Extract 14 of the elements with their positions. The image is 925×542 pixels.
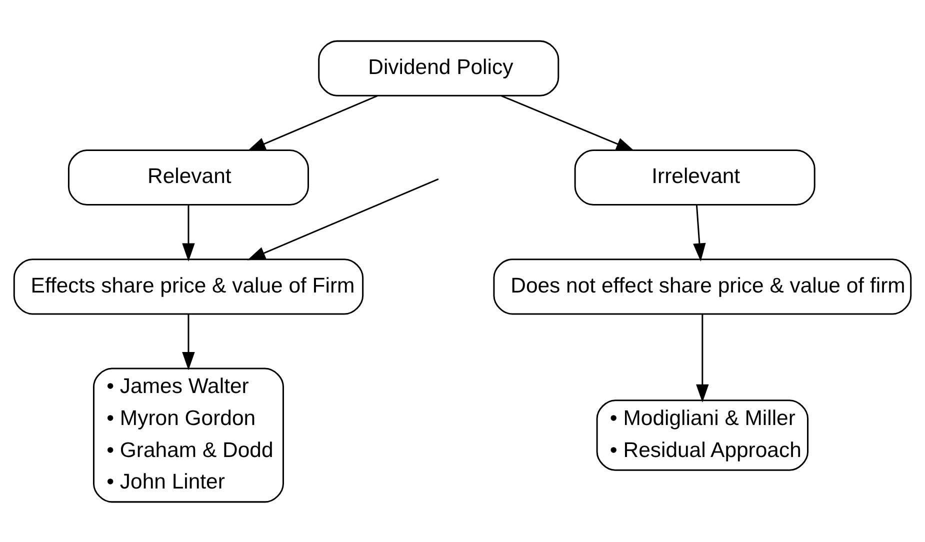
node-box: • James Walter • Myron Gordon • Graham & Dodd • John Linter	[92, 367, 284, 502]
node-box: • Modigliani & Miller • Residual Approach	[596, 399, 809, 470]
arrow	[182, 204, 195, 262]
node-box: Effects share price & value of Firm	[13, 258, 364, 314]
arrow	[182, 314, 195, 370]
arrow	[247, 178, 439, 260]
arrow	[693, 204, 706, 261]
arrow	[501, 94, 634, 150]
node-box: Dividend Policy	[318, 40, 560, 96]
node-box: Does not effect share price & value of firm	[493, 258, 912, 314]
node-box: Irrelevant	[574, 148, 816, 206]
arrow	[247, 94, 378, 150]
arrow	[696, 314, 709, 402]
node-box: Relevant	[68, 148, 309, 206]
